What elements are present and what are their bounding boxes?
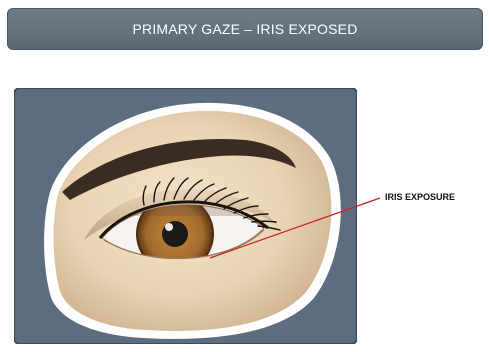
page-title: PRIMARY GAZE – IRIS EXPOSED	[132, 21, 357, 37]
title-bar: PRIMARY GAZE – IRIS EXPOSED	[7, 8, 483, 50]
iris-exposure-label: IRIS EXPOSURE	[385, 192, 455, 202]
catchlight	[165, 223, 173, 231]
eye-illustration	[14, 88, 357, 344]
